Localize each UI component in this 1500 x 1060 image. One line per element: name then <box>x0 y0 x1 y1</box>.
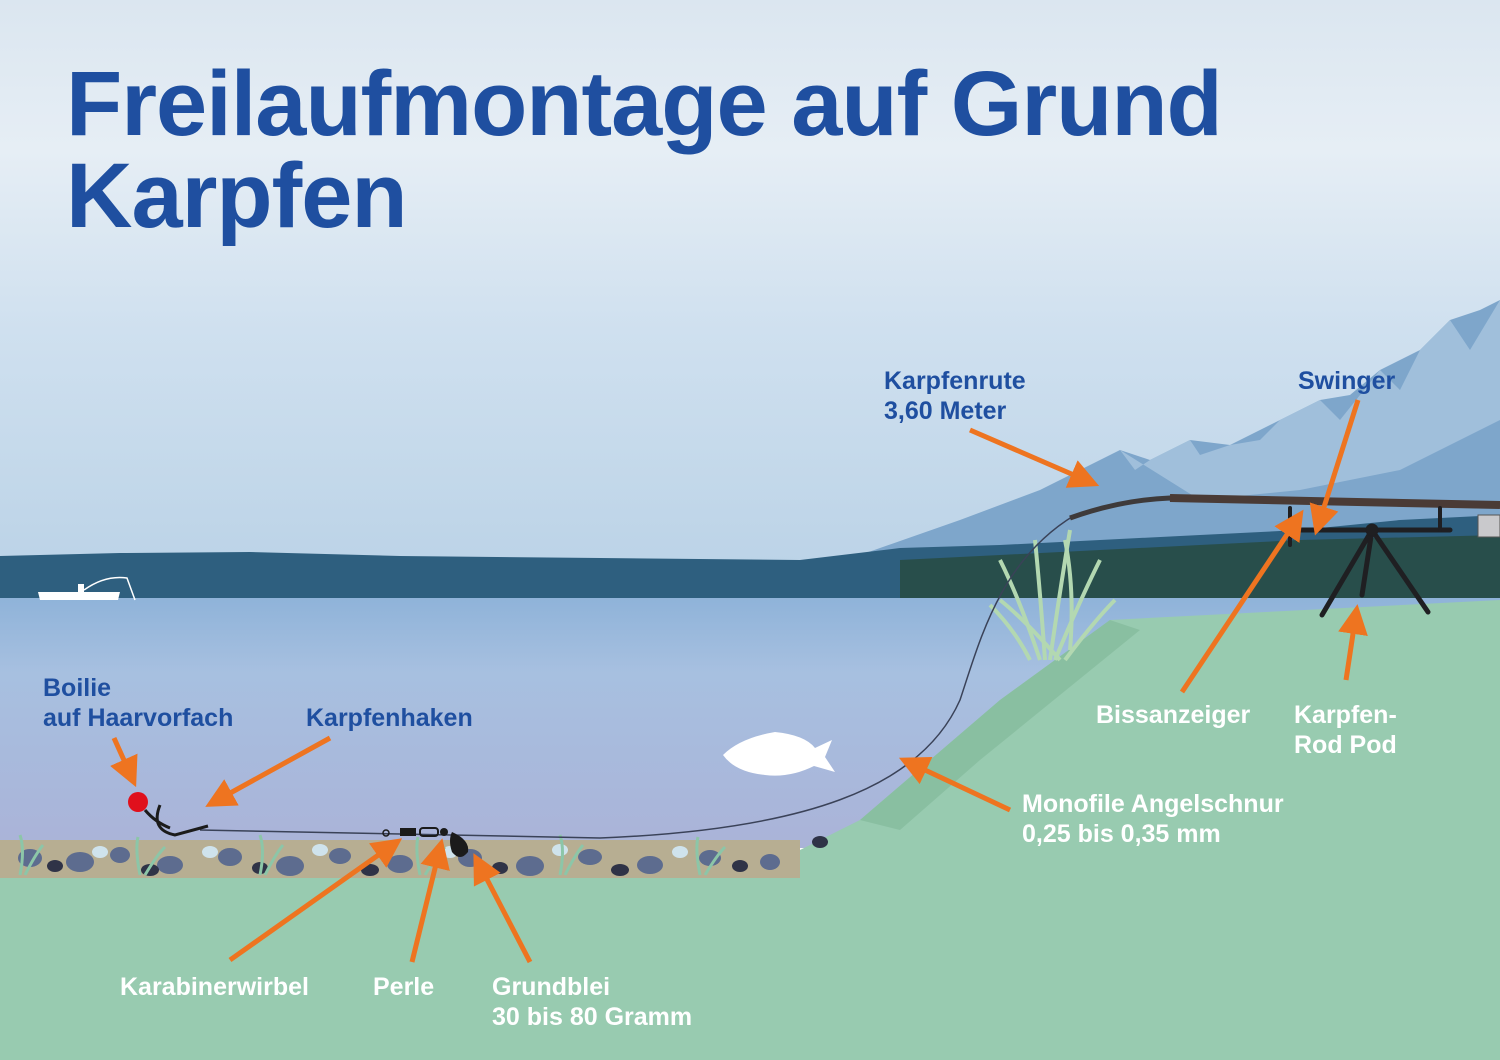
mountains <box>860 300 1500 560</box>
page-title: Freilaufmontage auf Grund Karpfen <box>66 53 1223 247</box>
label-text: Karpfenrute <box>884 367 1026 395</box>
pointer-arrows <box>110 399 1368 964</box>
label-swinger: Swinger <box>1298 366 1395 396</box>
label-carp-rod: Karpfenrute 3,60 Meter <box>884 366 1026 426</box>
hook <box>143 804 209 837</box>
carp-rod <box>1069 494 1500 521</box>
reeds <box>988 529 1117 662</box>
label-mono-line: Monofile Angelschnur 0,25 bis 0,35 mm <box>1022 789 1284 849</box>
label-bite-alarm: Bissanzeiger <box>1096 700 1250 730</box>
label-carp-hook: Karpfenhaken <box>306 703 473 733</box>
lakebed-gravel <box>0 834 828 878</box>
label-text: Grundblei <box>492 973 611 1001</box>
label-text: 3,60 Meter <box>884 397 1007 425</box>
label-text: 30 bis 80 Gramm <box>492 1003 693 1031</box>
label-bead: Perle <box>373 972 434 1002</box>
label-text: 0,25 bis 0,35 mm <box>1022 820 1221 848</box>
label-text: auf Haarvorfach <box>43 704 234 732</box>
label-text: Swinger <box>1298 367 1396 395</box>
label-lead: Grundblei 30 bis 80 Gramm <box>492 972 692 1032</box>
label-text: Monofile Angelschnur <box>1022 790 1284 818</box>
boilie-bait <box>128 792 148 812</box>
label-rod-pod: Karpfen- Rod Pod <box>1294 700 1397 760</box>
fishing-line <box>199 514 1076 839</box>
reel <box>1477 514 1500 538</box>
label-text: Karpfenhaken <box>306 704 473 732</box>
boat-with-angler <box>38 576 136 601</box>
label-text: Karpfen- <box>1294 701 1397 729</box>
carp-fish-icon <box>723 732 835 776</box>
terminal-tackle <box>382 827 469 857</box>
label-text: Rod Pod <box>1294 731 1397 759</box>
label-boilie: Boilie auf Haarvorfach <box>43 673 233 733</box>
ground <box>0 600 1500 1060</box>
label-text: Karabinerwirbel <box>120 973 309 1001</box>
label-text: Boilie <box>43 674 112 702</box>
title-line-2: Karpfen <box>66 145 408 247</box>
forest-shoreline <box>0 515 1500 600</box>
label-snap-swivel: Karabinerwirbel <box>120 972 309 1002</box>
label-text: Bissanzeiger <box>1096 701 1251 729</box>
title-line-1: Freilaufmontage auf Grund <box>66 53 1223 155</box>
label-text: Perle <box>373 973 435 1001</box>
